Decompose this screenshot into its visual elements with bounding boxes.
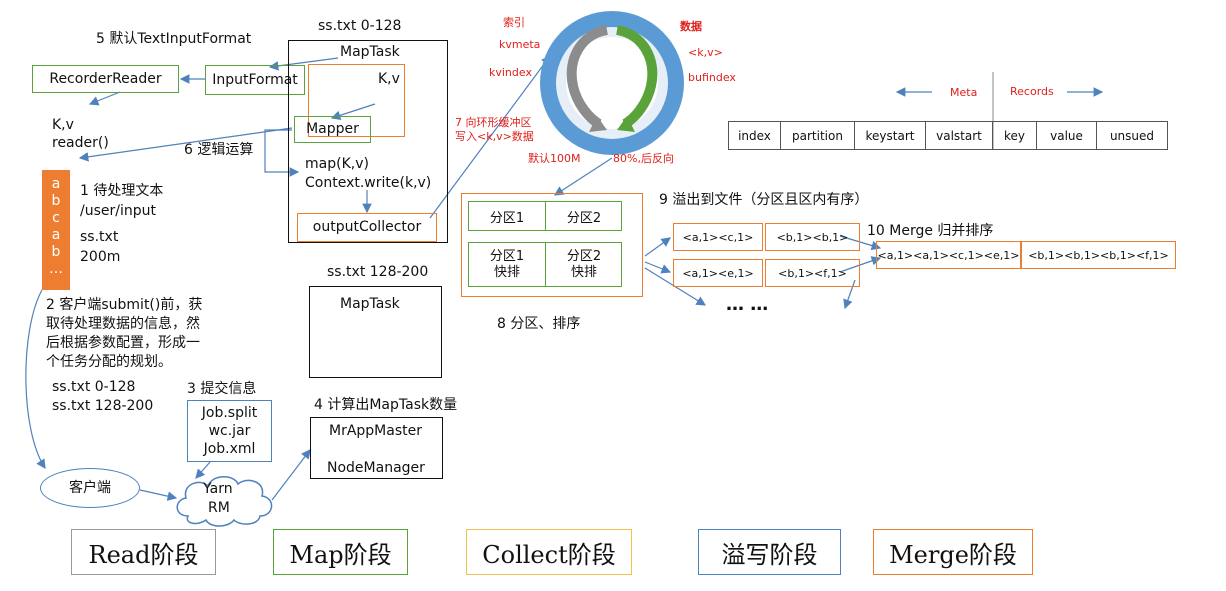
partition1-cell: 分区1: [489, 210, 525, 226]
output-collector-box: outputCollector: [297, 213, 437, 242]
legend-collect-stage: Collect阶段: [466, 529, 632, 575]
wc-jar-file: wc.jar: [208, 423, 251, 439]
kv-label: K,v: [378, 71, 400, 87]
step7-line1: 7 向环形缓冲区: [455, 116, 532, 129]
file-char-4: a: [51, 227, 61, 243]
step5-label: 5 默认TextInputFormat: [96, 31, 252, 47]
more-spills-ellipsis: … …: [726, 294, 769, 315]
partition1-sorted-name: 分区1: [489, 249, 525, 264]
maptask2-box: MapTask: [309, 286, 442, 378]
meta-label: Meta: [950, 86, 978, 99]
records-label: Records: [1010, 85, 1054, 98]
spill-file2-partition-b: <b,1><f,1>: [765, 259, 860, 287]
legend-spill-stage: 溢写阶段: [698, 529, 841, 575]
step1-line2: /user/input: [80, 203, 156, 219]
buffer-table: index partition keystart valstart key va…: [728, 121, 1168, 150]
partition-row: 分区1 分区2: [468, 201, 622, 231]
partition2-cell: 分区2: [566, 210, 602, 226]
step2-line2: 取待处理数据的信息，然: [46, 316, 200, 332]
partition1-sorted: 分区1 快排: [469, 249, 545, 281]
maptask2-label: MapTask: [340, 296, 400, 312]
buffer-cell-unused: unsued: [1096, 121, 1168, 150]
input-format-box: InputFormat: [205, 65, 305, 95]
collect-frame: [461, 193, 643, 297]
file-char-1: a: [51, 176, 61, 192]
buffer-cell-key: key: [992, 121, 1037, 150]
mrappmaster-label: MrAppMaster: [329, 423, 422, 439]
step9-label: 9 溢出到文件（分区且区内有序）: [659, 192, 869, 208]
ring-buffer-icon: [540, 11, 684, 155]
split-line2: ss.txt 128-200: [52, 398, 154, 414]
default-size-label: 默认100M: [528, 152, 581, 165]
recorder-reader-box: RecorderReader: [32, 65, 179, 93]
buffer-cell-keystart: keystart: [854, 121, 926, 150]
job-xml-file: Job.xml: [203, 441, 256, 457]
rm-label: RM: [208, 500, 230, 516]
buffer-cell-valstart: valstart: [925, 121, 993, 150]
step3-label: 3 提交信息: [187, 381, 257, 397]
file-char-5: b: [51, 244, 61, 260]
ss-txt-range-label: ss.txt 0-128: [318, 18, 402, 34]
step6-label: 6 逻辑运算: [184, 142, 254, 158]
step4-label: 4 计算出MapTask数量: [314, 397, 458, 413]
app-master-box: MrAppMaster NodeManager: [310, 417, 443, 479]
input-file-strip: a b c a b …: [42, 170, 70, 290]
ring-data-label: 数据: [680, 20, 702, 33]
map-code-line1: map(K,v): [305, 156, 369, 172]
file-char-2: b: [51, 193, 61, 209]
sorted-partition-row: 分区1 快排 分区2 快排: [468, 242, 622, 287]
step1-line4: 200m: [80, 249, 121, 265]
legend-merge-stage: Merge阶段: [873, 529, 1033, 575]
spill-file1-partition-b: <b,1><b,1>: [765, 223, 860, 251]
step1-line1: 1 待处理文本: [80, 183, 164, 199]
spill-percent-label: 80%,后反向: [613, 152, 674, 165]
legend-map-stage: Map阶段: [273, 529, 408, 575]
partition1-sorted-op: 快排: [493, 265, 520, 280]
buffer-cell-value: value: [1036, 121, 1097, 150]
step2-line4: 个任务分配的规划。: [46, 354, 172, 370]
nodemanager-label: NodeManager: [327, 460, 425, 476]
partition2-sorted: 分区2 快排: [546, 249, 622, 281]
merge-partition-b: <b,1><b,1><b,1><f,1>: [1021, 241, 1176, 269]
map-stage-frame: [308, 64, 405, 137]
bufindex-label: bufindex: [688, 71, 736, 84]
client-node: 客户端: [40, 468, 140, 508]
kv-reader-line1: K,v: [52, 117, 74, 133]
step2-line1: 2 客户端submit()前，获: [46, 297, 203, 313]
maptask-box: [288, 40, 448, 243]
partition2-sorted-op: 快排: [570, 265, 597, 280]
file-char-6: …: [49, 261, 63, 277]
ring-index-label: 索引: [503, 16, 525, 29]
ss-txt-range2-label: ss.txt 128-200: [327, 264, 429, 280]
legend-read-stage: Read阶段: [71, 529, 216, 575]
step10-label: 10 Merge 归并排序: [867, 223, 994, 239]
kv-reader-line2: reader(): [52, 135, 109, 151]
ring-kv-label: <k,v>: [688, 46, 723, 59]
mapper-box: Mapper: [294, 116, 371, 143]
kvindex-label: kvindex: [489, 66, 532, 79]
sorted-divider: [545, 243, 546, 286]
split-line1: ss.txt 0-128: [52, 379, 136, 395]
partition2-sorted-name: 分区2: [566, 249, 602, 264]
step7-line2: 写入<k,v>数据: [455, 130, 534, 143]
submit-files-box: Job.split wc.jar Job.xml: [187, 400, 272, 462]
step2-line3: 后根据参数配置，形成一: [46, 335, 200, 351]
yarn-cloud-icon: [176, 476, 273, 527]
step8-label: 8 分区、排序: [497, 316, 581, 332]
file-char-3: c: [52, 210, 60, 226]
kvmeta-label: kvmeta: [499, 38, 541, 51]
spill-file2-partition-a: <a,1><e,1>: [673, 259, 763, 287]
buffer-cell-index: index: [728, 121, 781, 150]
step1-line3: ss.txt: [80, 229, 119, 245]
partition-divider: [545, 202, 546, 230]
maptask-label: MapTask: [340, 44, 400, 60]
merge-partition-a: <a,1><a,1><c,1><e,1>: [876, 241, 1021, 269]
map-code-line2: Context.write(k,v): [305, 175, 432, 191]
yarn-label: Yarn: [203, 481, 233, 497]
buffer-cell-partition: partition: [780, 121, 855, 150]
job-split-file: Job.split: [201, 405, 258, 421]
spill-file1-partition-a: <a,1><c,1>: [673, 223, 763, 251]
